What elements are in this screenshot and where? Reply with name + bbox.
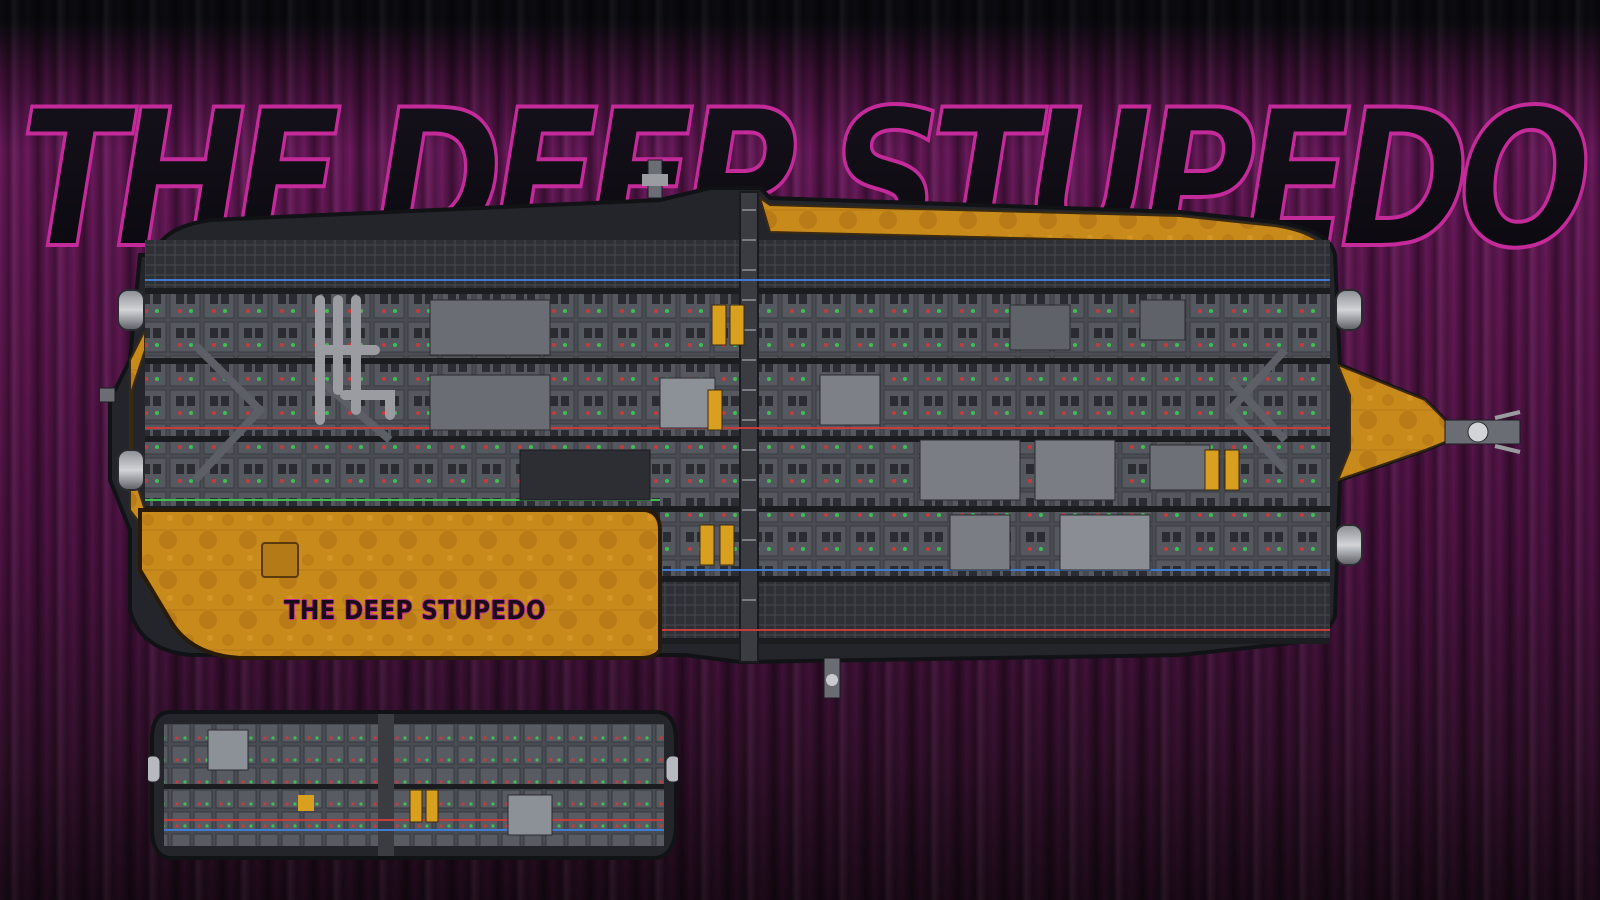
hazard-lockers xyxy=(699,304,1240,566)
deck-floors xyxy=(145,288,1330,644)
shuttle-dome-icon xyxy=(148,755,678,783)
shuttle-shaft xyxy=(378,714,394,856)
cargo-bay-hull xyxy=(138,508,662,660)
shuttle-machine-2 xyxy=(507,794,553,836)
deck-1 xyxy=(145,240,1330,290)
main-submarine xyxy=(100,150,1570,720)
deck-4 xyxy=(145,440,1330,510)
hatch-icon xyxy=(823,657,841,699)
shuttle-submarine xyxy=(148,700,678,870)
hazard-icon xyxy=(298,795,314,811)
machinery-blocks xyxy=(429,299,1211,571)
shuttle-lockers xyxy=(409,789,439,823)
shuttle-machine xyxy=(207,729,249,771)
bow-plating xyxy=(1336,363,1451,482)
cables xyxy=(145,279,1330,631)
hull-nameplate: THE DEEP STUPEDO xyxy=(284,596,546,626)
docking-port-icon xyxy=(642,159,668,199)
cargo-bay-hatch xyxy=(261,542,299,578)
engine-propeller-icon xyxy=(100,387,1521,454)
shuttle-floor xyxy=(164,784,664,789)
engine-pipes xyxy=(315,295,395,425)
sonar-dome-icon xyxy=(117,289,1363,566)
deck-6 xyxy=(660,580,1330,642)
